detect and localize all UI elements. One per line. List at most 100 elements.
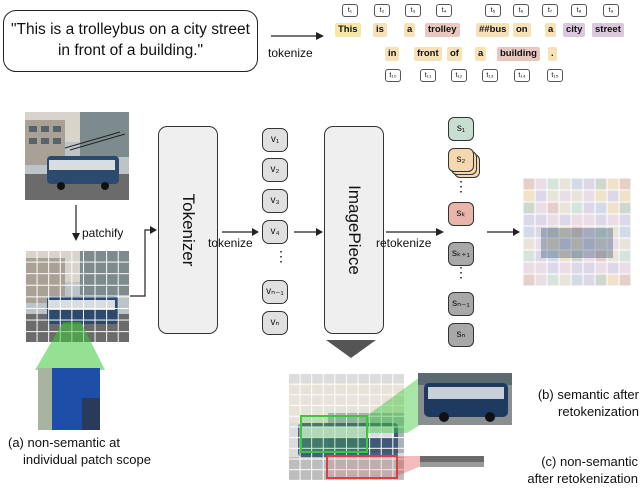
s-ellipsis: ⋮ bbox=[454, 264, 468, 280]
sentence-line-2: in front of a building." bbox=[57, 42, 204, 59]
caption-a-line1: (a) non-semantic at bbox=[8, 435, 120, 450]
token-chip: on bbox=[513, 23, 531, 37]
token-id-box: t₇ bbox=[542, 4, 558, 17]
patch-to-tokenizer-arrow bbox=[130, 226, 157, 297]
patchify-label: patchify bbox=[82, 226, 124, 240]
grid-cell bbox=[618, 273, 631, 286]
grid-cell bbox=[618, 225, 631, 239]
grid-cell bbox=[523, 213, 536, 227]
token-id-box: t₅ bbox=[485, 4, 501, 17]
grid-cell bbox=[523, 237, 536, 251]
bus-photo bbox=[25, 112, 129, 200]
grid-cell bbox=[558, 178, 572, 191]
down-triangle-icon bbox=[326, 340, 376, 358]
s-token-box: sₙ₋₁ bbox=[448, 292, 474, 316]
grid-cell bbox=[618, 189, 631, 203]
s-to-result-arrow bbox=[487, 228, 520, 236]
grid-cell bbox=[594, 213, 608, 227]
grid-cell bbox=[606, 261, 620, 275]
caption-b-line2: retokenization bbox=[558, 404, 639, 419]
token-id-box: t₉ bbox=[603, 4, 619, 17]
token-id-box: t₃ bbox=[405, 4, 421, 17]
grid-cell bbox=[618, 261, 631, 275]
token-chip: This bbox=[335, 23, 361, 37]
grid-cell bbox=[523, 249, 536, 263]
token-id-box: t₄ bbox=[436, 4, 452, 17]
token-chip: a bbox=[475, 47, 487, 61]
grid-cell bbox=[558, 261, 572, 275]
grid-cell bbox=[534, 273, 548, 286]
grid-cell bbox=[582, 273, 596, 286]
imagepiece-box: ImagePiece bbox=[324, 126, 384, 334]
grid-cell bbox=[594, 189, 608, 203]
grid-cell bbox=[534, 213, 548, 227]
grid-cell bbox=[546, 201, 560, 215]
grid-cell bbox=[558, 189, 572, 203]
grid-cell bbox=[582, 189, 596, 203]
tokenize-label: tokenize bbox=[208, 236, 253, 250]
token-id-box: t₈ bbox=[571, 4, 587, 17]
grid-cell bbox=[618, 178, 631, 191]
grid-cell bbox=[546, 213, 560, 227]
token-id-box: t₁₃ bbox=[482, 69, 498, 82]
s-token-box: s₂ bbox=[448, 148, 474, 172]
grid-cell bbox=[523, 273, 536, 286]
v-token-box: v₂ bbox=[262, 158, 288, 182]
grid-cell bbox=[523, 261, 536, 275]
zoom-wedge-red bbox=[397, 456, 421, 476]
retokenize-arrow bbox=[386, 228, 444, 236]
grid-cell bbox=[582, 213, 596, 227]
token-chip: building bbox=[497, 47, 540, 61]
token-id-box: t₁ bbox=[342, 4, 358, 17]
grid-cell bbox=[582, 201, 596, 215]
token-id-box: t₁₅ bbox=[547, 69, 563, 82]
token-chip: trolley bbox=[425, 23, 460, 37]
s-token-box: sₖ₊₁ bbox=[448, 242, 474, 266]
token-chip: front bbox=[414, 47, 442, 61]
grid-cell bbox=[523, 201, 536, 215]
bus-region bbox=[541, 228, 613, 258]
grid-cell bbox=[606, 178, 620, 191]
grid-cell bbox=[618, 237, 631, 251]
grid-cell bbox=[594, 178, 608, 191]
grid-cell bbox=[606, 189, 620, 203]
retokenized-grid bbox=[523, 178, 631, 286]
s-token-box: sₙ bbox=[448, 323, 474, 347]
zoom-wedge-green bbox=[35, 322, 105, 370]
grid-cell bbox=[534, 261, 548, 275]
top-tokenize-label: tokenize bbox=[268, 46, 313, 60]
grid-cell bbox=[570, 201, 584, 215]
caption-c-line1: (c) non-semantic bbox=[541, 454, 638, 469]
tokenize-arrow bbox=[222, 228, 259, 236]
grid-cell bbox=[570, 213, 584, 227]
grid-cell bbox=[534, 189, 548, 203]
token-id-box: t₁₁ bbox=[420, 69, 436, 82]
token-chip: in bbox=[385, 47, 400, 61]
caption-c: (c) non-semantic after retokenization bbox=[490, 453, 638, 487]
grid-cell bbox=[546, 273, 560, 286]
caption-c-line2: after retokenization bbox=[527, 471, 638, 486]
s-token-box: s₁ bbox=[448, 117, 474, 141]
grid-cell bbox=[523, 178, 536, 191]
tokenizer-box: Tokenizer bbox=[158, 126, 218, 334]
sentence-box: "This is a trolleybus on a city street i… bbox=[3, 10, 258, 72]
v-token-box: v₁ bbox=[262, 128, 288, 152]
analysis-photo bbox=[288, 373, 404, 480]
semantic-region-green bbox=[300, 415, 368, 453]
v-token-box: vₙ bbox=[262, 311, 288, 335]
caption-a: (a) non-semantic at individual patch sco… bbox=[8, 434, 208, 468]
token-chip: a bbox=[404, 23, 416, 37]
v-token-box: v₄ bbox=[262, 220, 288, 244]
semantic-crop bbox=[418, 373, 512, 425]
grid-cell bbox=[618, 249, 631, 263]
grid-cell bbox=[534, 178, 548, 191]
tokenizer-label: Tokenizer bbox=[179, 193, 198, 267]
grid-cell bbox=[594, 201, 608, 215]
grid-cell bbox=[582, 261, 596, 275]
grid-cell bbox=[523, 225, 536, 239]
grid-cell bbox=[546, 189, 560, 203]
token-chip: street bbox=[592, 23, 624, 37]
token-id-box: t₁₄ bbox=[514, 69, 530, 82]
grid-cell bbox=[594, 261, 608, 275]
grid-cell bbox=[582, 178, 596, 191]
